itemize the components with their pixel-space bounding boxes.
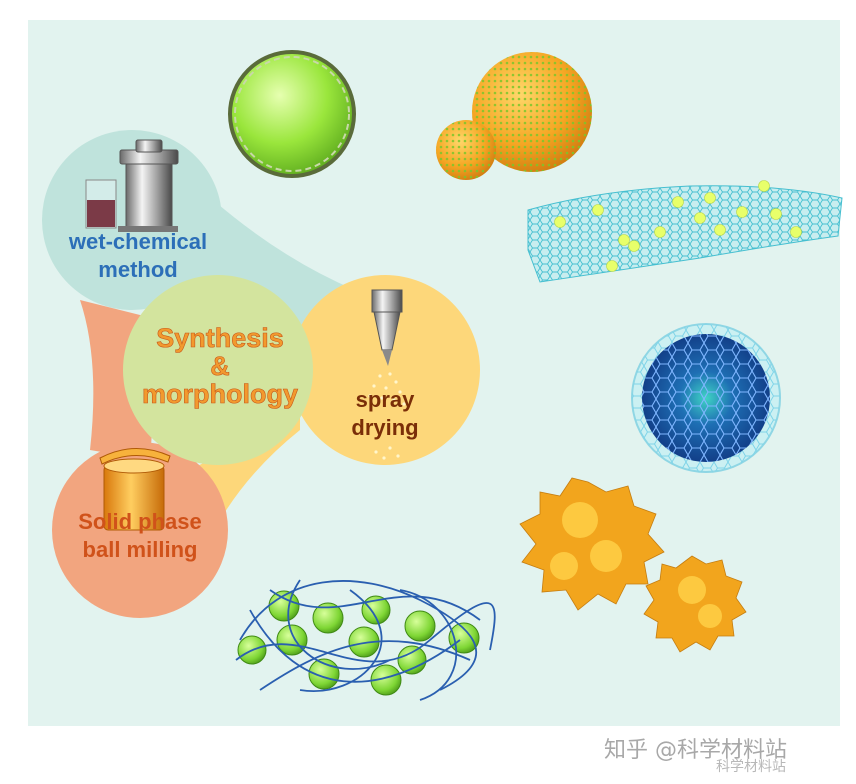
beaker-icon bbox=[85, 179, 117, 229]
graphene-sheet bbox=[527, 180, 843, 283]
ball-mill-jar-icon bbox=[99, 447, 171, 531]
synthesis-morphology-label: Synthesis & morphology bbox=[120, 323, 320, 409]
spray-lobe bbox=[290, 275, 480, 465]
spray-drying-label: spray drying bbox=[330, 386, 440, 442]
coated-sphere bbox=[228, 50, 356, 178]
center-line-3: morphology bbox=[142, 379, 299, 409]
spray-drying-line-2: drying bbox=[351, 415, 419, 440]
solid-phase-line-2: ball milling bbox=[82, 537, 198, 562]
spray-drying-line-1: spray bbox=[355, 387, 415, 412]
watermark-main: 知乎 @科学材料站 bbox=[604, 738, 787, 763]
wet-chemical-line-1: wet-chemical bbox=[68, 229, 208, 254]
spray-mist-icon bbox=[368, 372, 406, 460]
hexagonal-shell-sphere bbox=[631, 323, 781, 473]
spray-nozzle-icon bbox=[371, 289, 403, 366]
wet-chemical-label: wet-chemical method bbox=[38, 228, 238, 284]
autoclave-icon bbox=[118, 139, 179, 232]
watermark-sub: 科学材料站 bbox=[716, 759, 786, 775]
solid-phase-line-1: Solid phase bbox=[78, 509, 202, 534]
solid-phase-label: Solid phase ball milling bbox=[45, 508, 235, 564]
wet-chemical-line-2: method bbox=[98, 257, 178, 282]
spiky-spheres bbox=[436, 52, 592, 180]
center-line-2: & bbox=[210, 351, 230, 381]
center-line-1: Synthesis bbox=[156, 323, 284, 353]
method-lobes bbox=[42, 130, 480, 618]
flower-clusters bbox=[519, 477, 747, 653]
nanotube-network bbox=[235, 579, 496, 701]
center-disk bbox=[123, 275, 313, 465]
